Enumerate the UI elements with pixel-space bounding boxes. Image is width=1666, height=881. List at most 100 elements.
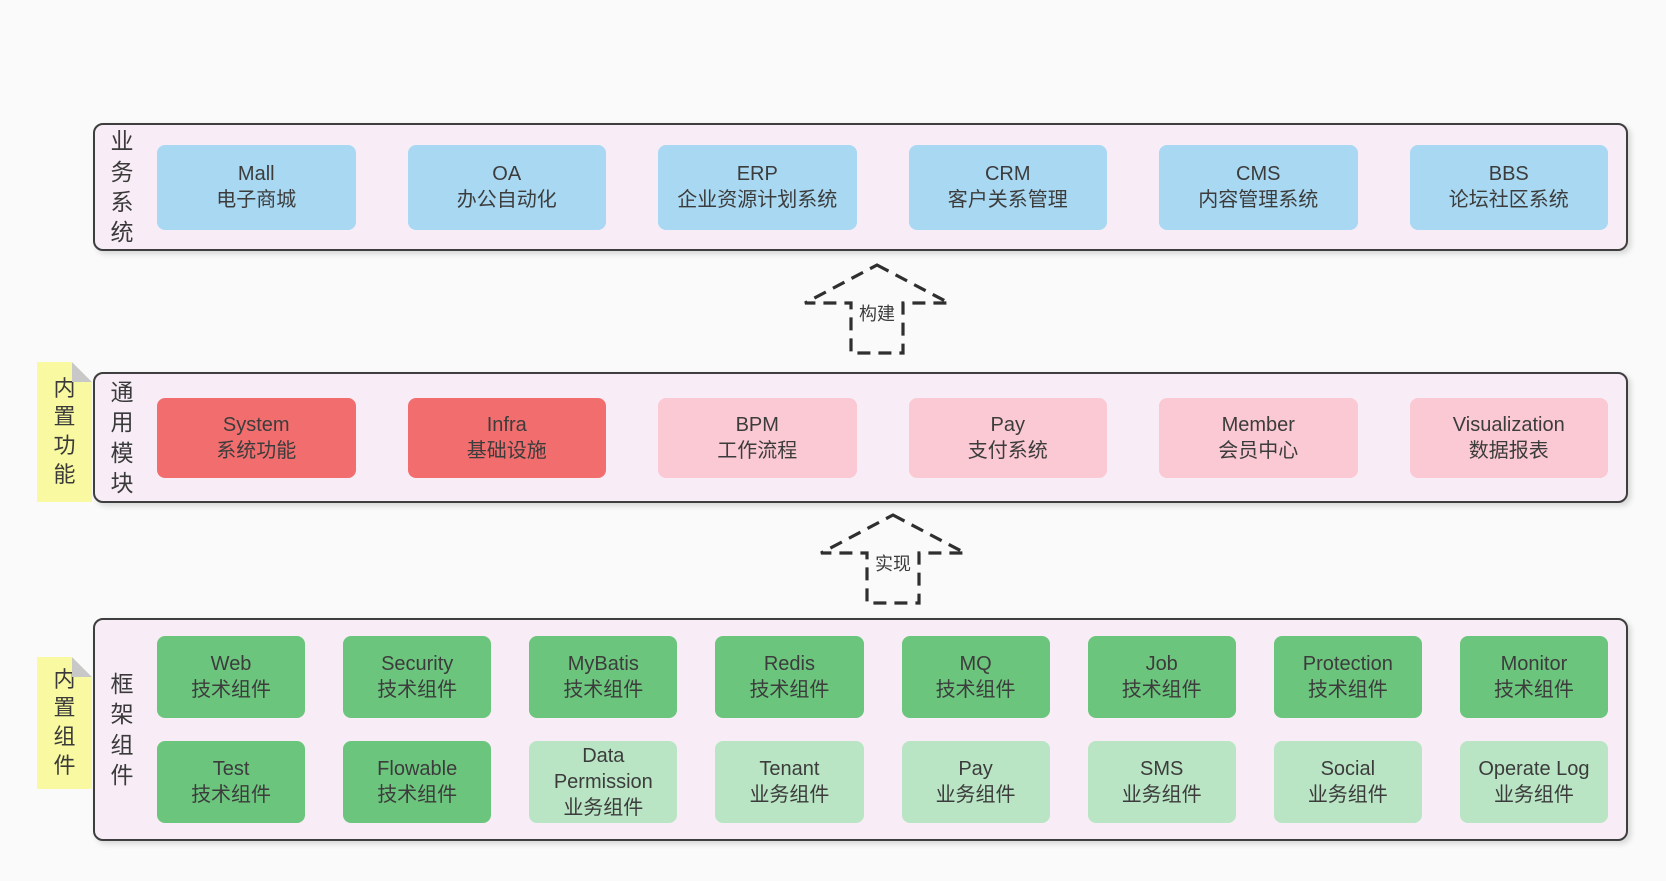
node-subtitle: 技术组件	[1121, 679, 1202, 701]
node-redis: Redis 技术组件	[715, 636, 864, 718]
node-bpm: BPM 工作流程	[658, 397, 857, 478]
node-subtitle: 技术组件	[377, 679, 458, 701]
node-web: Web 技术组件	[157, 636, 306, 718]
node-title: ERP	[736, 163, 778, 185]
node-test: Test 技术组件	[157, 741, 306, 823]
node-subtitle: 企业资源计划系统	[677, 189, 838, 211]
node-subtitle: 业务组件	[563, 797, 644, 819]
arrow-label: 构建	[856, 300, 898, 326]
layer-title: 通用模块	[110, 378, 134, 496]
layer-framework-components: 框架组件 Web 技术组件 Security 技术组件 MyBatis 技术组件…	[93, 618, 1628, 841]
node-title: Mall	[237, 163, 275, 185]
node-subtitle: 基础设施	[466, 439, 547, 462]
node-mall: Mall 电子商城	[157, 144, 356, 230]
node-title: Job	[1145, 653, 1178, 675]
node-system: System 系统功能	[157, 397, 356, 478]
node-operate-log: Operate Log 业务组件	[1459, 741, 1608, 823]
node-title: SMS	[1140, 758, 1184, 780]
node-subtitle: 业务组件	[749, 784, 830, 806]
node-subtitle: 技术组件	[191, 784, 272, 806]
node-title: System	[222, 413, 290, 436]
node-title: BPM	[735, 413, 779, 436]
node-subtitle: 技术组件	[749, 679, 830, 701]
node-subtitle: 技术组件	[563, 679, 644, 701]
node-subtitle: 数据报表	[1468, 439, 1549, 462]
node-title: MQ	[959, 653, 992, 675]
sticky-built-in-components: 内置组件	[37, 657, 92, 789]
node-social: Social 业务组件	[1273, 741, 1422, 823]
node-subtitle: 业务组件	[1307, 784, 1388, 806]
node-title: BBS	[1488, 163, 1529, 185]
node-crm: CRM 客户关系管理	[908, 144, 1107, 230]
up-arrow-icon	[820, 513, 966, 605]
folded-corner-icon	[72, 362, 92, 382]
folded-corner-icon	[72, 657, 92, 677]
arrow-implement: 实现	[818, 512, 968, 606]
node-subtitle: 客户关系管理	[947, 189, 1068, 211]
node-subtitle: 系统功能	[216, 439, 297, 462]
node-subtitle: 办公自动化	[456, 189, 557, 211]
node-title: Security	[381, 653, 454, 675]
node-subtitle: 业务组件	[935, 784, 1016, 806]
node-subtitle: 支付系统	[967, 439, 1048, 462]
node-protection: Protection 技术组件	[1273, 636, 1422, 718]
node-title: CRM	[984, 163, 1031, 185]
node-subtitle: 技术组件	[377, 784, 458, 806]
node-job: Job 技术组件	[1087, 636, 1236, 718]
node-title: Redis	[763, 653, 815, 675]
arrow-build: 构建	[802, 262, 952, 356]
node-subtitle: 内容管理系统	[1198, 189, 1319, 211]
node-cms: CMS 内容管理系统	[1159, 144, 1358, 230]
node-title: Infra	[486, 413, 527, 436]
node-infra: Infra 基础设施	[407, 397, 606, 478]
node-erp: ERP 企业资源计划系统	[658, 144, 857, 230]
node-subtitle: 工作流程	[717, 439, 798, 462]
node-subtitle: 业务组件	[1493, 784, 1574, 806]
node-title: OA	[492, 163, 522, 185]
node-subtitle: 会员中心	[1218, 439, 1299, 462]
node-title: Monitor	[1500, 653, 1568, 675]
node-subtitle: 技术组件	[1493, 679, 1574, 701]
layer-title: 业务系统	[110, 128, 134, 246]
node-title: Operate Log	[1478, 758, 1590, 780]
node-data-permission: Data Permission 业务组件	[529, 741, 678, 823]
node-tenant: Tenant 业务组件	[715, 741, 864, 823]
sticky-label: 内置功能	[53, 375, 76, 487]
layer-title: 框架组件	[110, 670, 134, 788]
node-title: Member	[1221, 413, 1295, 436]
sticky-built-in-features: 内置功能	[37, 362, 92, 502]
node-subtitle: 技术组件	[191, 679, 272, 701]
layer-business-systems: 业务系统 Mall 电子商城 OA 办公自动化 ERP 企业资源计划系统 CRM…	[93, 123, 1628, 251]
node-sms: SMS 业务组件	[1087, 741, 1236, 823]
node-title: Test	[212, 758, 250, 780]
node-bbs: BBS 论坛社区系统	[1409, 144, 1608, 230]
node-security: Security 技术组件	[343, 636, 492, 718]
node-title: Data Permission	[553, 745, 653, 793]
node-title: MyBatis	[567, 653, 639, 675]
node-flowable: Flowable 技术组件	[343, 741, 492, 823]
sticky-label: 内置组件	[53, 666, 76, 778]
node-monitor: Monitor 技术组件	[1459, 636, 1608, 718]
node-title: Tenant	[759, 758, 820, 780]
node-oa: OA 办公自动化	[407, 144, 606, 230]
node-pay-component: Pay 业务组件	[901, 741, 1050, 823]
node-pay: Pay 支付系统	[908, 397, 1107, 478]
node-title: Flowable	[377, 758, 458, 780]
node-member: Member 会员中心	[1159, 397, 1358, 478]
node-subtitle: 技术组件	[1307, 679, 1388, 701]
node-visualization: Visualization 数据报表	[1409, 397, 1608, 478]
node-mq: MQ 技术组件	[901, 636, 1050, 718]
node-title: Protection	[1302, 653, 1393, 675]
node-title: Pay	[958, 758, 993, 780]
node-title: Social	[1320, 758, 1376, 780]
layer-common-modules: 通用模块 System 系统功能 Infra 基础设施 BPM 工作流程 Pay…	[93, 372, 1628, 503]
node-title: Visualization	[1452, 413, 1565, 436]
node-title: CMS	[1236, 163, 1281, 185]
arrow-label: 实现	[872, 550, 914, 576]
up-arrow-icon	[804, 263, 950, 355]
node-mybatis: MyBatis 技术组件	[529, 636, 678, 718]
node-subtitle: 论坛社区系统	[1448, 189, 1569, 211]
node-title: Web	[210, 653, 252, 675]
node-subtitle: 技术组件	[935, 679, 1016, 701]
